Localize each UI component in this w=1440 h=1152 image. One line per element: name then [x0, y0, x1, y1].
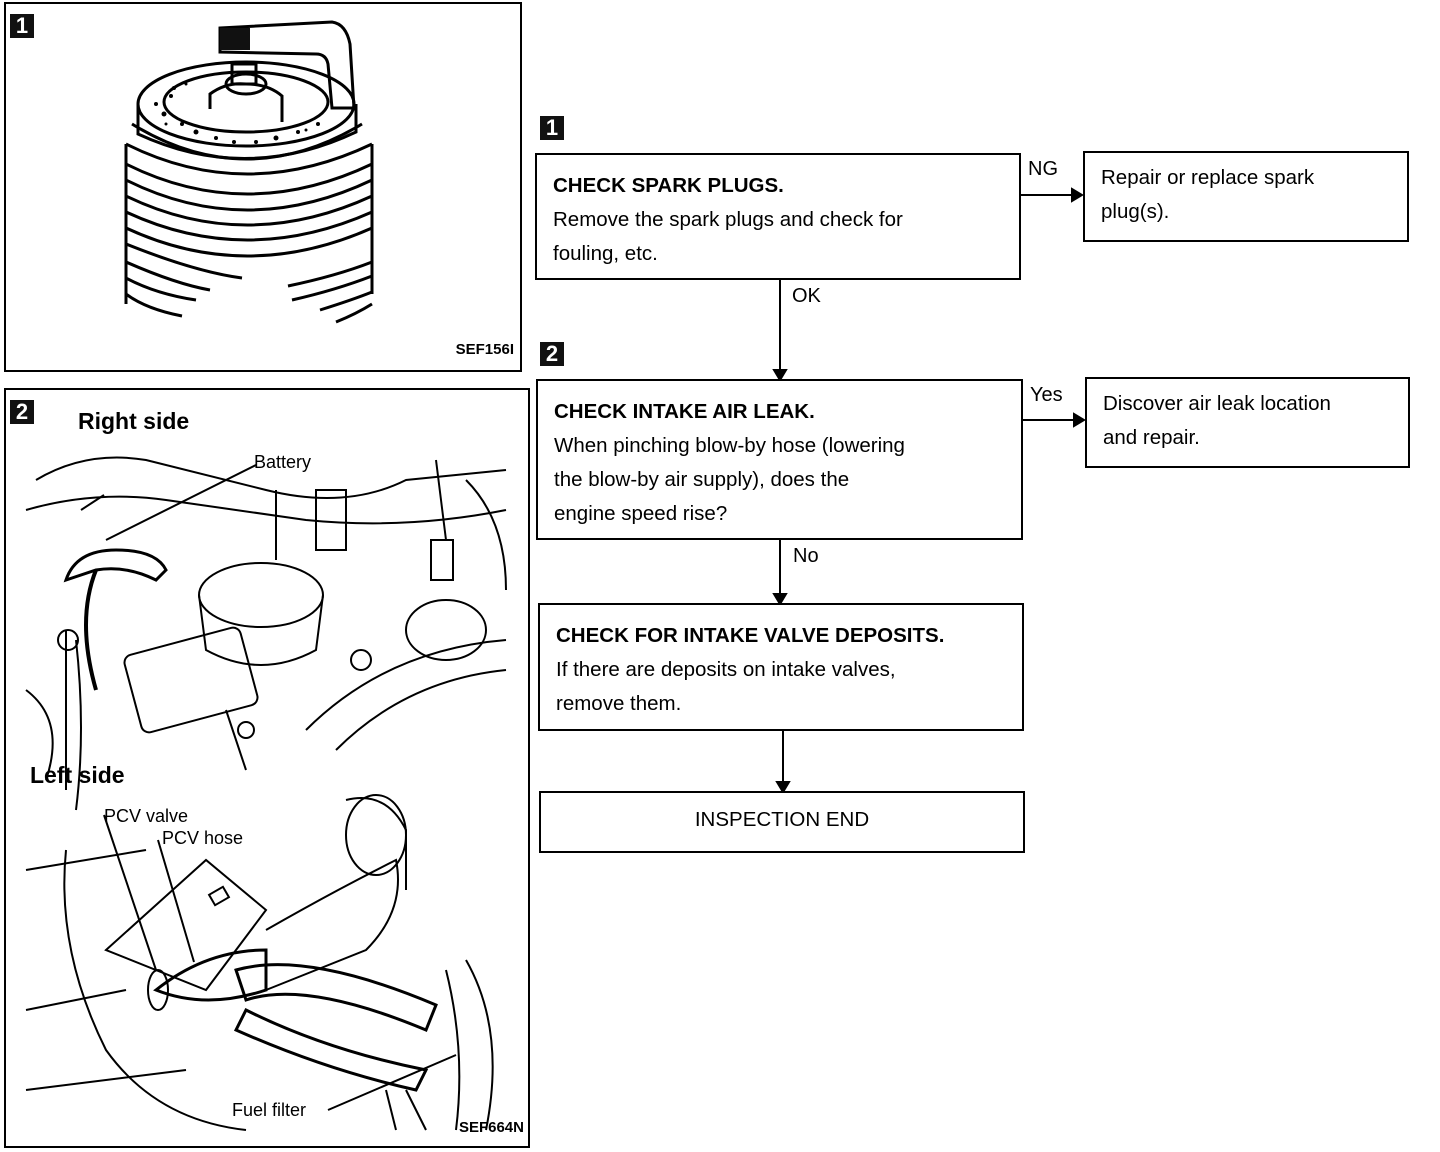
- figure-2-badge: 2: [10, 400, 34, 424]
- ng-result-line-1: Repair or replace spark: [1101, 166, 1315, 189]
- spark-plug-illustration: [124, 20, 374, 324]
- figure-1-spark-plug: 1: [4, 2, 522, 372]
- arrowhead-yes: [1073, 412, 1086, 428]
- arrowhead-ng: [1071, 187, 1084, 203]
- label-pcv-hose: PCV hose: [162, 828, 244, 848]
- step-1-line-1: Remove the spark plugs and check for: [553, 208, 903, 231]
- step-1-title: CHECK SPARK PLUGS.: [553, 174, 784, 197]
- step-2-badge: 2: [540, 342, 564, 366]
- step-2-line-1: When pinching blow-by hose (lowering: [554, 434, 905, 457]
- yes-result-line-2: and repair.: [1103, 426, 1200, 449]
- inspection-end-box: INSPECTION END: [539, 791, 1025, 853]
- step-2-line-3: engine speed rise?: [554, 502, 728, 525]
- figure-2-engine: 2: [4, 388, 530, 1148]
- step-3-box: CHECK FOR INTAKE VALVE DEPOSITS. If ther…: [538, 603, 1024, 731]
- step-1-box: CHECK SPARK PLUGS. Remove the spark plug…: [535, 153, 1021, 280]
- figure-2-code: SEF664N: [458, 1119, 524, 1136]
- label-right-side: Right side: [78, 408, 190, 434]
- yes-label: Yes: [1030, 384, 1063, 406]
- yes-result-box: Discover air leak location and repair.: [1085, 377, 1410, 468]
- ng-result-line-2: plug(s).: [1101, 200, 1170, 223]
- engine-compartment-illustration: [25, 456, 507, 1131]
- step-1-line-2: fouling, etc.: [553, 242, 658, 265]
- label-fuel-filter: Fuel filter: [232, 1100, 307, 1120]
- step-2-line-2: the blow-by air supply), does the: [554, 468, 850, 491]
- yes-result-line-1: Discover air leak location: [1103, 392, 1331, 415]
- figure-1-code: SEF156I: [455, 341, 514, 358]
- ng-result-box: Repair or replace spark plug(s).: [1083, 151, 1409, 242]
- ok-label: OK: [792, 285, 821, 307]
- label-battery: Battery: [254, 452, 312, 472]
- label-left-side: Left side: [30, 762, 125, 788]
- inspection-end-label: INSPECTION END: [694, 808, 870, 831]
- label-pcv-valve: PCV valve: [104, 806, 189, 826]
- step-3-line-1: If there are deposits on intake valves,: [556, 658, 896, 681]
- ng-label: NG: [1028, 158, 1058, 180]
- step-2-title: CHECK INTAKE AIR LEAK.: [554, 400, 815, 423]
- step-2-box: CHECK INTAKE AIR LEAK. When pinching blo…: [536, 379, 1023, 540]
- step-3-line-2: remove them.: [556, 692, 682, 715]
- figure-1-badge: 1: [10, 14, 34, 38]
- no-label: No: [793, 545, 819, 567]
- step-1-badge: 1: [540, 116, 564, 140]
- step-3-title: CHECK FOR INTAKE VALVE DEPOSITS.: [556, 624, 945, 647]
